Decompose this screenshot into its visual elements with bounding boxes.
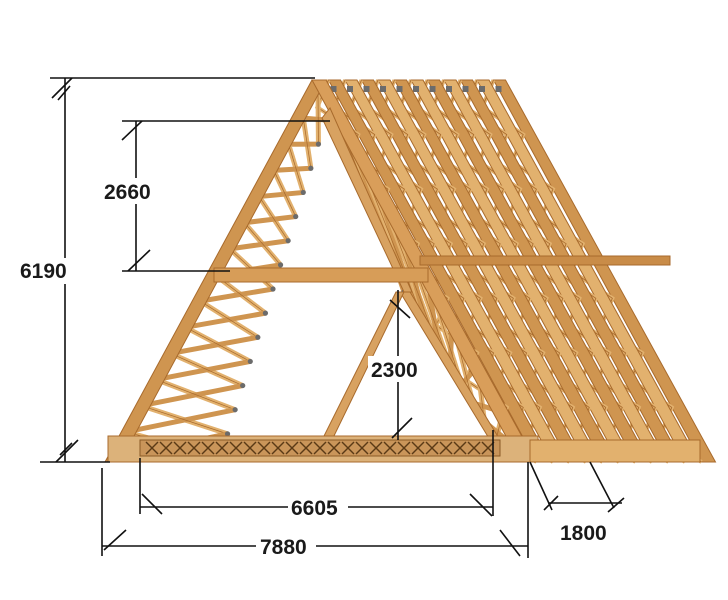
floor-web-diagonal bbox=[369, 441, 383, 455]
floor-web-diagonal bbox=[467, 441, 481, 455]
dim-upper-room-height bbox=[121, 120, 330, 272]
left-lattice-connector bbox=[240, 382, 246, 389]
left-lattice-diagonal bbox=[273, 165, 312, 173]
left-lattice-edge bbox=[244, 222, 281, 266]
front-truss bbox=[104, 79, 701, 463]
floor-web-diagonal bbox=[313, 441, 327, 455]
connector-plate bbox=[380, 86, 386, 92]
left-lattice-diagonal bbox=[140, 383, 244, 409]
floor-web-diagonal bbox=[173, 441, 187, 455]
floor-web-diagonal bbox=[215, 441, 229, 455]
left-lattice-connector bbox=[285, 238, 291, 244]
floor-web-diagonal bbox=[243, 441, 257, 455]
connector-plate bbox=[429, 86, 436, 92]
rear-floor-band bbox=[529, 439, 701, 463]
left-lattice-edge bbox=[156, 379, 236, 411]
connector-plate bbox=[330, 86, 337, 92]
floor-web-diagonal bbox=[481, 441, 495, 455]
floor-web-diagonal bbox=[257, 441, 271, 455]
floor-web-diagonal bbox=[411, 441, 425, 455]
left-lattice-diagonal bbox=[155, 358, 251, 383]
left-lattice-diagonal bbox=[170, 334, 259, 356]
rear-truss-chord bbox=[492, 79, 717, 463]
collar-beam-rear bbox=[419, 255, 671, 266]
floor-joist-web bbox=[145, 441, 495, 455]
left-lattice-diagonal bbox=[199, 286, 274, 304]
left-lattice-connector bbox=[255, 334, 261, 340]
left-lattice-diagonal bbox=[244, 214, 297, 226]
dimension-labels: 6190 2660 2300 6605 7880 1800 bbox=[16, 178, 607, 559]
label-overhang-depth: 1800 bbox=[560, 522, 607, 545]
floor-web-diagonal bbox=[327, 441, 341, 455]
floor-web-diagonal bbox=[341, 441, 355, 455]
left-lattice-edge bbox=[288, 144, 304, 193]
left-lattice-diagonal bbox=[258, 189, 304, 200]
floor-web-diagonal bbox=[383, 441, 397, 455]
floor-web-diagonal bbox=[159, 441, 173, 455]
floor-web-diagonal bbox=[145, 441, 159, 455]
label-total-height: 6190 bbox=[20, 260, 67, 283]
left-lattice-edge bbox=[141, 405, 228, 435]
connector-plate bbox=[396, 86, 403, 92]
left-lattice-connector bbox=[300, 189, 306, 196]
connector-plate bbox=[413, 86, 419, 92]
dim-overhang-depth bbox=[529, 461, 625, 513]
connector-plate bbox=[462, 86, 469, 92]
left-lattice-diagonal bbox=[126, 407, 236, 435]
connector-plate bbox=[479, 86, 485, 92]
left-lattice-connector bbox=[315, 141, 322, 147]
label-upper-room-height: 2660 bbox=[104, 181, 151, 204]
floor-web-diagonal bbox=[201, 441, 215, 455]
left-lattice-diagonal bbox=[185, 310, 266, 330]
left-lattice-connector bbox=[232, 407, 238, 413]
left-lattice-diagonal bbox=[229, 238, 289, 252]
left-lattice-edge bbox=[200, 300, 259, 338]
connector-plate bbox=[363, 86, 370, 92]
label-inner-width: 6605 bbox=[291, 497, 338, 520]
left-lattice-edge bbox=[273, 170, 297, 217]
left-lattice-connector bbox=[247, 358, 253, 365]
connector-plate bbox=[347, 86, 353, 92]
floor-web-diagonal bbox=[439, 441, 453, 455]
floor-web-diagonal bbox=[299, 441, 313, 455]
collar-beam bbox=[213, 267, 429, 283]
floor-web-diagonal bbox=[355, 441, 369, 455]
floor-web-diagonal bbox=[397, 441, 411, 455]
left-lattice-connector bbox=[224, 431, 231, 437]
left-lattice-edge bbox=[170, 353, 243, 386]
left-lattice-connector bbox=[262, 310, 269, 316]
floor-web-diagonal bbox=[229, 441, 243, 455]
connector-plate bbox=[446, 86, 452, 92]
left-lattice-edge bbox=[258, 196, 289, 241]
left-lattice-diagonal bbox=[303, 115, 327, 123]
label-lower-room-height: 2300 bbox=[371, 359, 418, 382]
floor-web-diagonal bbox=[271, 441, 285, 455]
truss-assembly bbox=[104, 79, 717, 464]
floor-web-diagonal bbox=[187, 441, 201, 455]
label-outer-width: 7880 bbox=[260, 536, 307, 559]
left-lattice-connector bbox=[293, 213, 299, 220]
left-lattice-edge bbox=[185, 326, 251, 362]
floor-web-diagonal bbox=[453, 441, 467, 455]
connector-plate bbox=[495, 86, 502, 92]
left-lattice-connector bbox=[270, 286, 276, 292]
left-lattice-connector bbox=[308, 165, 314, 171]
left-lattice-edge bbox=[302, 118, 312, 169]
left-inner-chord bbox=[321, 107, 413, 293]
floor-web-diagonal bbox=[285, 441, 299, 455]
floor-web-diagonal bbox=[425, 441, 439, 455]
repeated-rear-trusses bbox=[314, 79, 717, 464]
left-lattice-connector bbox=[277, 262, 284, 268]
